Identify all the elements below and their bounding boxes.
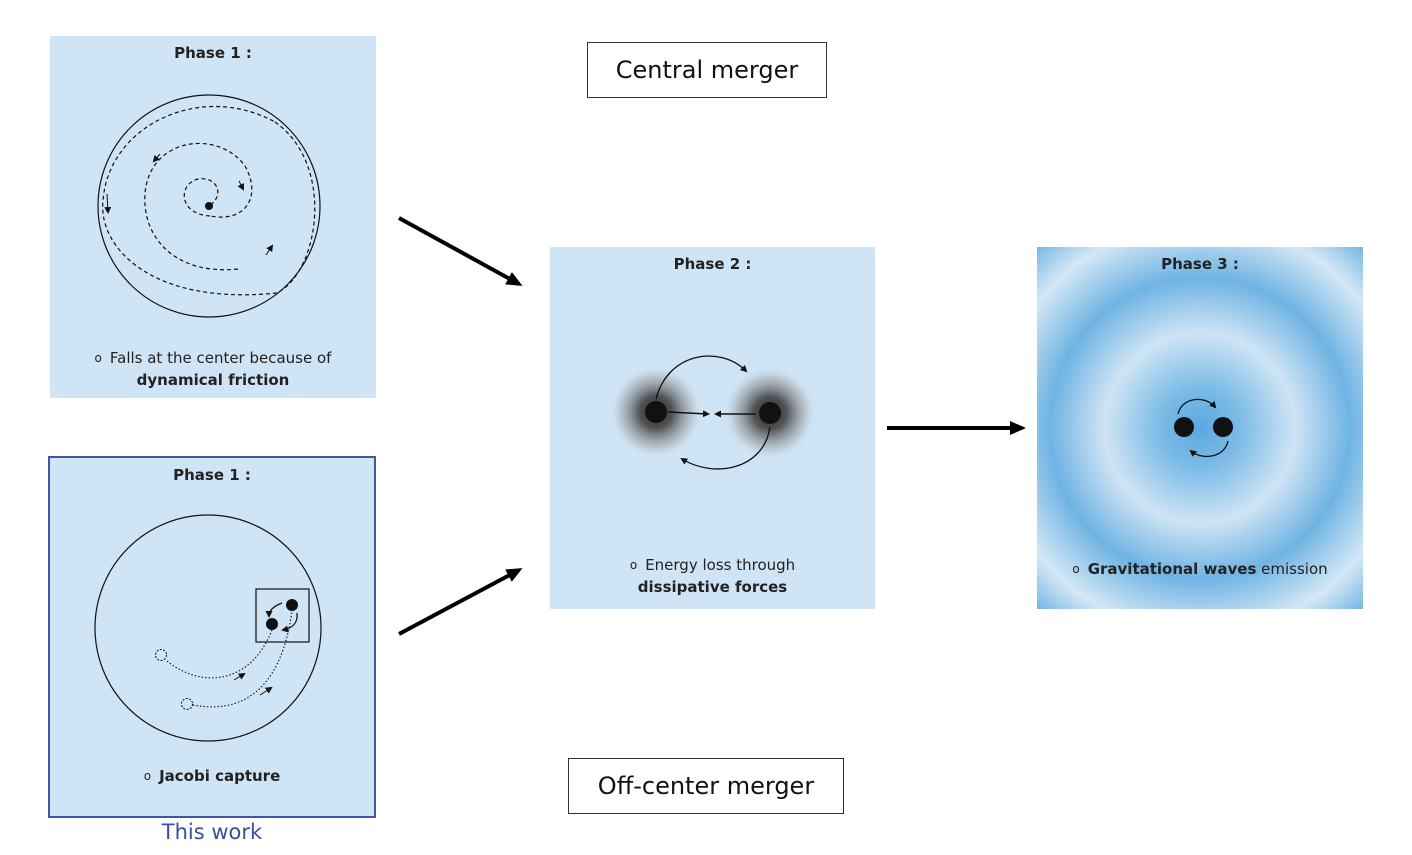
spiral-arrow-right	[237, 180, 244, 191]
offcenter-phase1-title: Phase 1 :	[173, 466, 251, 484]
trajectory-arrow-2	[259, 686, 273, 696]
binary-dot-right	[1213, 417, 1233, 437]
cluster-dot-b	[266, 618, 278, 630]
core-right	[759, 402, 781, 424]
spiral-outer-b	[274, 121, 316, 294]
core-left	[645, 401, 667, 423]
bullet-icon: o	[1072, 562, 1080, 576]
binary-dot-left	[1174, 417, 1194, 437]
central-spiral-diagram	[97, 94, 321, 318]
spiral-arrow-bottom	[265, 244, 274, 256]
trajectory-2	[192, 610, 293, 708]
arrow-central-to-phase2	[398, 216, 523, 286]
spiral-outer	[102, 106, 278, 296]
spiral-arrow-left	[104, 193, 112, 214]
force-arrow-left	[667, 410, 710, 418]
trajectory-1	[166, 629, 273, 679]
bullet-icon: o	[94, 351, 102, 365]
orbit-arrow-top	[655, 355, 748, 400]
cluster-dot-a	[286, 599, 298, 611]
phase3-title: Phase 3 :	[1161, 255, 1239, 273]
this-work-label: This work	[161, 820, 263, 844]
initial-position-2	[181, 698, 193, 710]
binary-orbit-arrow-bottom	[1189, 440, 1229, 458]
initial-position-1	[155, 649, 167, 661]
phase3-diagram	[1174, 398, 1233, 458]
arrow-offcenter-to-phase2	[398, 568, 523, 636]
binary-orbit-arrow-1	[265, 602, 283, 618]
phase2-title: Phase 2 :	[673, 255, 752, 273]
spiral-arrow-top	[152, 153, 161, 163]
capture-zoom-box	[255, 588, 310, 643]
trajectory-arrow-1	[233, 672, 246, 681]
central-merger-label: Central merger	[587, 42, 827, 98]
orbit-arrow-bottom	[680, 426, 771, 470]
phase2-diagram	[609, 355, 817, 470]
spiral-mid	[144, 142, 253, 271]
spiral-inner	[183, 178, 219, 217]
binary-orbit-arrow-top	[1177, 398, 1217, 415]
offcenter-capture-diagram	[94, 514, 322, 742]
bullet-icon: o	[143, 769, 152, 783]
galaxy-boundary-circle	[94, 514, 322, 742]
bullet-icon: o	[629, 558, 638, 572]
galaxy-boundary-circle	[97, 94, 321, 318]
binary-orbit-arrow-2	[281, 612, 298, 633]
offcenter-merger-label: Off-center merger	[568, 758, 844, 814]
central-phase1-title: Phase 1 :	[174, 44, 252, 62]
central-cluster-dot	[205, 202, 213, 210]
